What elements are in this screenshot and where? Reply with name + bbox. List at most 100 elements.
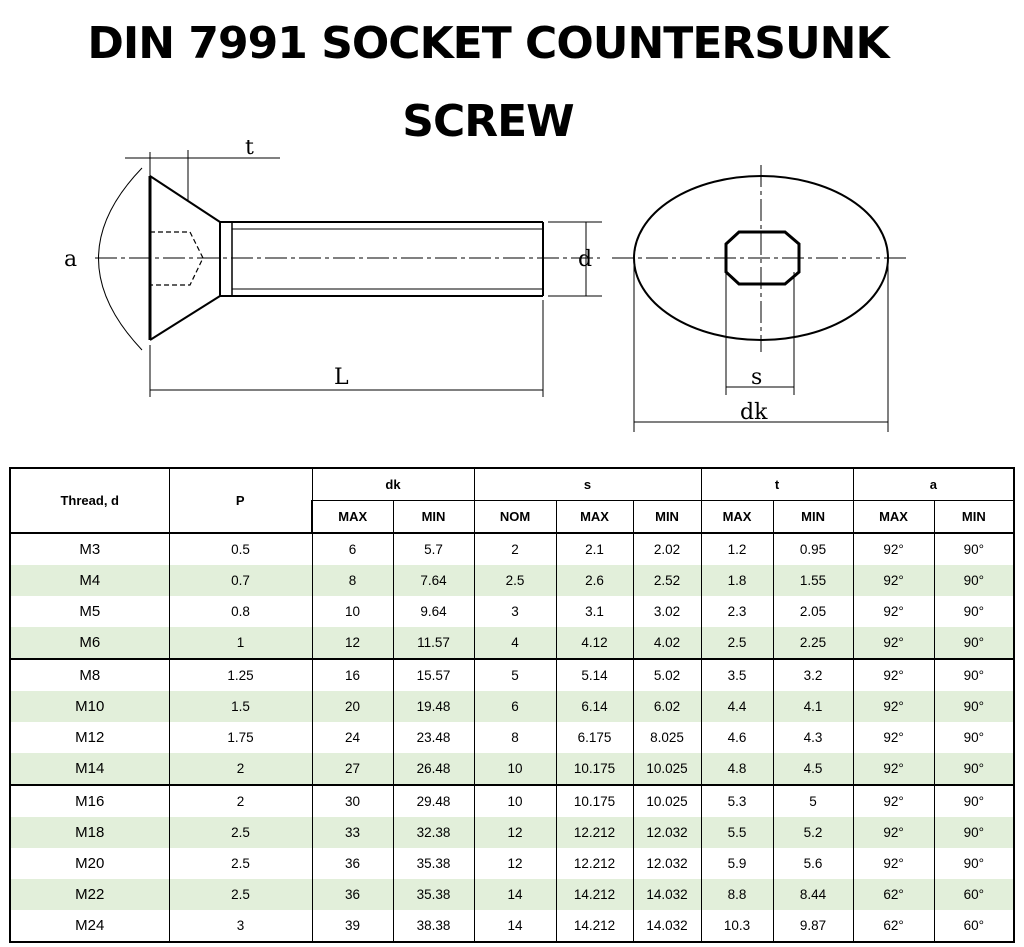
cell-s-min: 2.02 [632,533,702,565]
cell-dk-max: 30 [311,785,394,817]
cell-s-nom: 10 [473,785,557,817]
cell-t-max: 5.3 [700,785,774,817]
cell-s-nom: 10 [473,753,557,786]
cell-s-min: 6.02 [632,691,702,722]
cell-dk-min: 5.7 [392,533,475,565]
cell-a-max: 92° [852,691,935,722]
cell-dk-max: 10 [311,596,394,627]
cell-a-min: 90° [933,753,1016,786]
cell-s-min: 10.025 [632,753,702,786]
cell-t-max: 3.5 [700,659,774,691]
cell-p: 2.5 [168,817,313,848]
end-view [612,165,910,432]
cell-dk-max: 24 [311,722,394,753]
cell-s-nom: 3 [473,596,557,627]
cell-a-max: 62° [852,910,935,943]
cell-a-max: 92° [852,785,935,817]
cell-a-max: 92° [852,659,935,691]
header-dk: dk [311,467,475,501]
dimensions-table: Thread, d P dk s t a MAX MIN NOM MAX MIN… [9,467,1016,943]
cell-thread: M12 [9,722,170,753]
cell-s-nom: 6 [473,691,557,722]
cell-t-min: 5 [772,785,854,817]
cell-t-min: 2.25 [772,627,854,660]
cell-dk-min: 32.38 [392,817,475,848]
cell-dk-max: 33 [311,817,394,848]
cell-thread: M18 [9,817,170,848]
cell-a-min: 90° [933,565,1016,596]
cell-s-min: 5.02 [632,659,702,691]
cell-s-max: 4.12 [555,627,634,660]
cell-s-min: 3.02 [632,596,702,627]
cell-thread: M16 [9,785,170,817]
cell-s-max: 5.14 [555,659,634,691]
header-s: s [473,467,702,501]
cell-a-max: 62° [852,879,935,910]
cell-s-nom: 4 [473,627,557,660]
cell-thread: M14 [9,753,170,786]
cell-s-max: 2.6 [555,565,634,596]
cell-thread: M5 [9,596,170,627]
cell-s-nom: 14 [473,910,557,943]
cell-t-min: 1.55 [772,565,854,596]
cell-p: 1.5 [168,691,313,722]
cell-s-max: 10.175 [555,753,634,786]
cell-p: 3 [168,910,313,943]
cell-t-min: 8.44 [772,879,854,910]
subheader-s-min: MIN [632,500,702,534]
cell-thread: M8 [9,659,170,691]
cell-t-min: 9.87 [772,910,854,943]
cell-a-max: 92° [852,533,935,565]
cell-dk-max: 36 [311,879,394,910]
cell-t-min: 0.95 [772,533,854,565]
cell-t-min: 5.6 [772,848,854,879]
cell-p: 0.8 [168,596,313,627]
cell-s-nom: 12 [473,848,557,879]
label-s: s [751,365,762,390]
cell-s-min: 12.032 [632,848,702,879]
cell-a-max: 92° [852,596,935,627]
side-view [95,150,602,397]
cell-a-max: 92° [852,722,935,753]
cell-dk-max: 36 [311,848,394,879]
cell-a-min: 90° [933,848,1016,879]
cell-dk-min: 11.57 [392,627,475,660]
cell-t-max: 2.3 [700,596,774,627]
cell-t-min: 2.05 [772,596,854,627]
cell-thread: M10 [9,691,170,722]
cell-t-max: 5.9 [700,848,774,879]
cell-s-max: 6.175 [555,722,634,753]
screw-technical-drawing: t a d L s dk [64,140,910,432]
cell-s-max: 14.212 [555,910,634,943]
label-d: d [578,247,592,272]
cell-t-min: 4.5 [772,753,854,786]
cell-a-max: 92° [852,817,935,848]
cell-t-min: 3.2 [772,659,854,691]
cell-t-max: 5.5 [700,817,774,848]
cell-dk-max: 6 [311,533,394,565]
cell-s-min: 14.032 [632,879,702,910]
label-L: L [334,365,349,390]
cell-s-max: 12.212 [555,817,634,848]
cell-t-max: 4.6 [700,722,774,753]
cell-p: 2 [168,785,313,817]
cell-t-min: 4.1 [772,691,854,722]
cell-s-max: 2.1 [555,533,634,565]
cell-a-max: 92° [852,753,935,786]
cell-thread: M3 [9,533,170,565]
cell-p: 0.5 [168,533,313,565]
cell-dk-max: 16 [311,659,394,691]
label-a: a [64,247,77,272]
page-title-line-2: SCREW [402,96,574,147]
cell-s-nom: 5 [473,659,557,691]
cell-thread: M24 [9,910,170,943]
